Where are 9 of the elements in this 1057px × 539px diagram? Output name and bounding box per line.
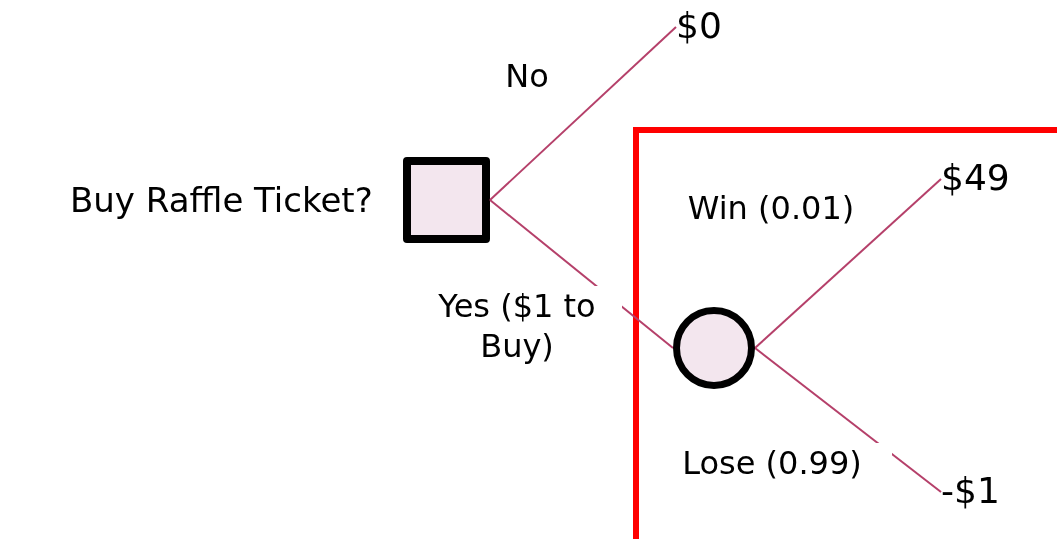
branch-line bbox=[754, 347, 942, 493]
outcome-value: $49 bbox=[941, 156, 1031, 202]
branch-line bbox=[489, 26, 677, 201]
branch-line bbox=[754, 178, 942, 349]
branch-line bbox=[489, 199, 674, 349]
node-caption: Buy Raffle Ticket? bbox=[70, 180, 373, 220]
outcome-value: -$1 bbox=[941, 469, 1021, 515]
outcome-value: $0 bbox=[676, 4, 746, 50]
decision-node bbox=[403, 157, 490, 243]
